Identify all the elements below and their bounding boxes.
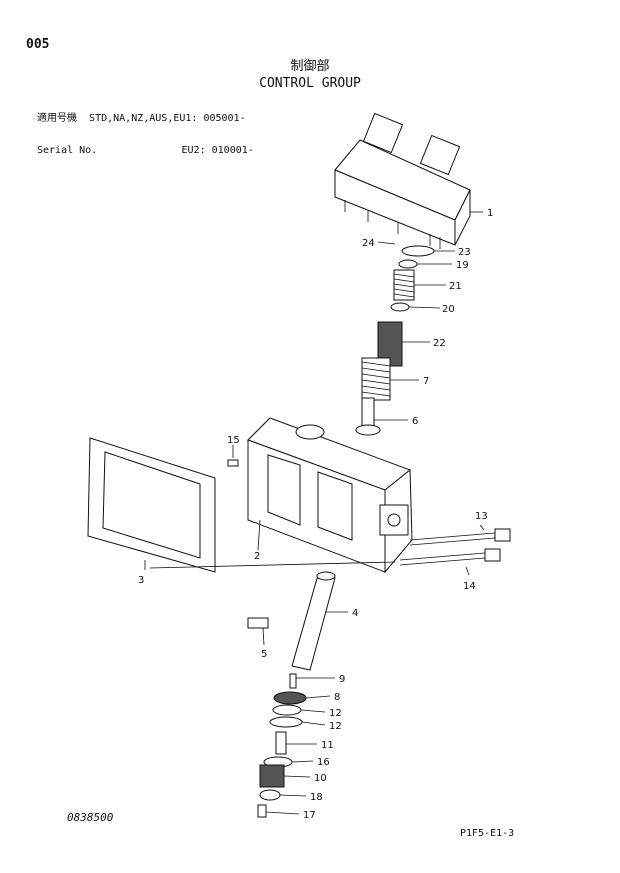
callout-23: 23: [458, 247, 471, 258]
washer-12a: [272, 704, 302, 716]
serial-row-2: Serial No. EU2: 010001-: [37, 146, 254, 158]
o-ring-23: [401, 245, 435, 257]
cap-10: [259, 764, 285, 788]
serial-row-1: 適用号機 STD,NA,NZ,AUS,EU1: 005001-: [37, 114, 254, 126]
callout-labels: 1 2 3 4 5 6 7 8 9 10 11 12 12 13 14 15 1…: [138, 208, 493, 821]
spring-21: [393, 269, 415, 301]
callout-1: 1: [487, 208, 493, 219]
callout-18: 18: [310, 792, 323, 803]
callout-14: 14: [463, 581, 476, 592]
control-valve-block: [334, 112, 471, 249]
callout-20: 20: [442, 304, 455, 315]
cover-plate-3: [87, 437, 216, 573]
screw-9: [289, 673, 297, 689]
callout-7: 7: [423, 376, 429, 387]
callout-2: 2: [254, 551, 260, 562]
piston-4: [291, 571, 336, 671]
bolt-13: [409, 528, 511, 546]
applicable-models: STD,NA,NZ,AUS,EU1:: [89, 113, 198, 124]
callout-10: 10: [314, 773, 327, 784]
callout-8: 8: [334, 692, 340, 703]
seal-18: [259, 789, 281, 801]
callout-12a: 12: [329, 708, 342, 719]
plug-17: [257, 804, 267, 818]
page-number: 005: [26, 37, 50, 52]
callout-4: 4: [352, 608, 358, 619]
seat-19: [398, 259, 418, 269]
callout-11: 11: [321, 740, 334, 751]
screw-11: [275, 731, 287, 755]
callout-12b: 12: [329, 721, 342, 732]
plug-5: [247, 617, 269, 629]
callout-24: 24: [362, 238, 375, 249]
callout-22: 22: [433, 338, 446, 349]
eu2-label: EU2:: [181, 145, 206, 156]
leader-lines: [144, 211, 485, 815]
serial-info: 適用号機 STD,NA,NZ,AUS,EU1: 005001- Serial N…: [37, 94, 254, 168]
callout-3: 3: [138, 575, 144, 586]
spool-6: [355, 397, 381, 436]
eu2-serial: 010001-: [211, 145, 254, 156]
callout-19: 19: [456, 260, 469, 271]
callout-13: 13: [475, 511, 488, 522]
callout-17: 17: [303, 810, 316, 821]
serial-label: Serial No.: [37, 145, 98, 156]
page-code: P1F5-E1-3: [460, 828, 515, 839]
page-title: CONTROL GROUP: [259, 76, 361, 91]
callout-16: 16: [317, 757, 330, 768]
callout-5: 5: [261, 649, 267, 660]
washer-20: [390, 302, 410, 312]
washer-12b: [269, 716, 303, 728]
spring-7: [361, 357, 391, 401]
callout-21: 21: [449, 281, 462, 292]
bolt-14: [399, 548, 501, 566]
callout-15: 15: [227, 435, 240, 446]
applicable-serial: 005001-: [203, 113, 246, 124]
applicable-label: 適用号機: [37, 113, 77, 124]
callout-6: 6: [412, 416, 418, 427]
page-title-japanese: 制御部: [290, 59, 330, 74]
housing-2: [247, 417, 413, 574]
drawing-number: 0838500: [67, 811, 114, 824]
pin-15: [227, 459, 239, 467]
callout-9: 9: [339, 674, 345, 685]
nut-8: [273, 691, 307, 705]
